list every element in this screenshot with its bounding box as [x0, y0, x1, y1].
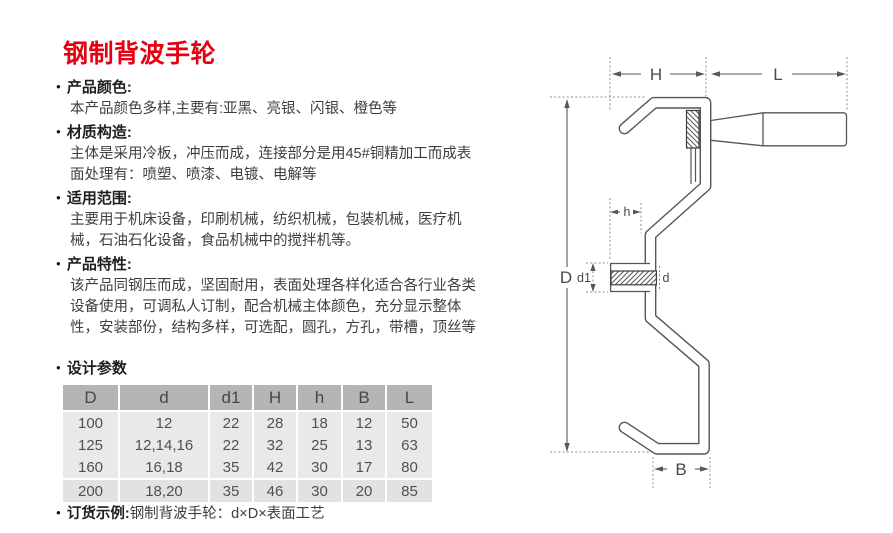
- dim-label-H: H: [650, 65, 662, 84]
- bullet-icon: [56, 188, 61, 210]
- cell: 200: [63, 478, 120, 502]
- section-features: 产品特性: 该产品同钢压而成，坚固耐用，表面处理各样化适合各行业各类 设备使用，…: [56, 254, 486, 339]
- spec-table: D d d1 H h B L 100 12 22 28 18 12 50 125…: [63, 385, 432, 502]
- cell: 16,18: [119, 456, 210, 479]
- cell: 13: [342, 434, 387, 456]
- cell: 32: [253, 434, 298, 456]
- section-scope: 适用范围: 主要用于机床设备，印刷机械，纺织机械，包装机械，医疗机 械，石油石化…: [56, 188, 486, 252]
- cell: 12: [342, 411, 387, 434]
- boss-hatched: [685, 109, 700, 184]
- bullet-icon: [56, 77, 61, 99]
- cell: 12: [119, 411, 210, 434]
- cell: 25: [297, 434, 343, 456]
- cell: 18,20: [119, 478, 210, 502]
- col-header: D: [63, 385, 120, 412]
- cell: 100: [63, 411, 120, 434]
- cell: 160: [63, 456, 120, 479]
- order-example-label: 订货示例:: [66, 506, 130, 522]
- col-header: d: [119, 385, 210, 412]
- dim-label-h: h: [624, 205, 631, 219]
- section-label: 产品特性:: [66, 256, 132, 273]
- cell: 42: [253, 456, 298, 479]
- cell: 17: [342, 456, 387, 479]
- cell: 30: [297, 478, 343, 502]
- order-example: 订货示例:钢制背波手轮：d×D×表面工艺: [56, 502, 325, 523]
- cell: 22: [209, 411, 254, 434]
- cell: 22: [209, 434, 254, 456]
- section-material: 材质构造: 主体是采用冷板，冲压而成，连接部分是用45#铜精加工而成表 面处理有…: [56, 122, 486, 186]
- section-product-color: 产品颜色: 本产品颜色多样,主要有:亚黑、亮银、闪银、橙色等: [56, 77, 486, 120]
- section-label: 产品颜色:: [66, 79, 132, 96]
- cell: 28: [253, 411, 298, 434]
- table-row: 160 16,18 35 42 30 17 80: [63, 456, 432, 479]
- dimension-labels: H L D d1 h d B: [560, 65, 783, 479]
- design-parameters-block: 设计参数 D d d1 H h B L 100 12 22 28 18: [56, 358, 432, 502]
- content-column: 钢制背波手轮 产品颜色: 本产品颜色多样,主要有:亚黑、亮银、闪银、橙色等 材质…: [56, 40, 486, 341]
- bullet-icon: [56, 505, 61, 521]
- cell: 18: [297, 411, 343, 434]
- handle: [710, 112, 848, 147]
- page-title: 钢制背波手轮: [63, 40, 217, 68]
- col-header: d1: [209, 385, 254, 412]
- cell: 46: [253, 478, 298, 502]
- table-header-row: D d d1 H h B L: [63, 385, 432, 412]
- body-line: 本产品颜色多样,主要有:亚黑、亮银、闪银、橙色等: [70, 101, 398, 117]
- cell: 30: [297, 456, 343, 479]
- bullet-icon: [56, 358, 61, 380]
- body-line: 主体是采用冷板，冲压而成，连接部分是用45#铜精加工而成表: [70, 146, 472, 162]
- technical-drawing: H L D d1 h d B: [545, 50, 893, 520]
- body-line: 设备使用，可调私人订制，配合机械主体颜色，充分显示整体: [70, 299, 462, 315]
- table-caption: 设计参数: [66, 360, 127, 377]
- handwheel-cross-section: H L D d1 h d B: [550, 57, 848, 488]
- table-row: 200 18,20 35 46 30 20 85: [63, 478, 432, 502]
- dimension-lines: [564, 71, 846, 472]
- col-header: h: [297, 385, 343, 412]
- col-header: H: [253, 385, 298, 412]
- cell: 63: [386, 434, 432, 456]
- col-header: L: [386, 385, 432, 412]
- table-row: 125 12,14,16 22 32 25 13 63: [63, 434, 432, 456]
- bullet-icon: [56, 122, 61, 144]
- shaft-hole-hatched: [610, 270, 658, 286]
- cell: 125: [63, 434, 120, 456]
- body-line: 性，安装部份，结构多样，可选配，圆孔，方孔，带槽，顶丝等: [70, 320, 476, 336]
- dim-label-d: d: [663, 271, 670, 285]
- body-line: 械，石油石化设备，食品机械中的搅拌机等。: [70, 233, 360, 249]
- cell: 80: [386, 456, 432, 479]
- body-line: 主要用于机床设备，印刷机械，纺织机械，包装机械，医疗机: [70, 212, 462, 228]
- cell: 20: [342, 478, 387, 502]
- col-header: B: [342, 385, 387, 412]
- cell: 12,14,16: [119, 434, 210, 456]
- dim-label-D: D: [560, 268, 572, 287]
- body-line: 面处理有：喷塑、喷漆、电镀、电解等: [70, 167, 317, 183]
- dim-label-L: L: [773, 65, 782, 84]
- cell: 50: [386, 411, 432, 434]
- cell: 35: [209, 456, 254, 479]
- order-example-text: 钢制背波手轮：d×D×表面工艺: [129, 506, 325, 522]
- cell: 35: [209, 478, 254, 502]
- dim-label-B: B: [675, 460, 686, 479]
- body-line: 该产品同钢压而成，坚固耐用，表面处理各样化适合各行业各类: [70, 278, 476, 294]
- dim-label-d1: d1: [577, 271, 591, 285]
- section-label: 材质构造:: [66, 124, 132, 141]
- section-label: 适用范围:: [66, 190, 132, 207]
- bullet-icon: [56, 254, 61, 276]
- cell: 85: [386, 478, 432, 502]
- table-row: 100 12 22 28 18 12 50: [63, 411, 432, 434]
